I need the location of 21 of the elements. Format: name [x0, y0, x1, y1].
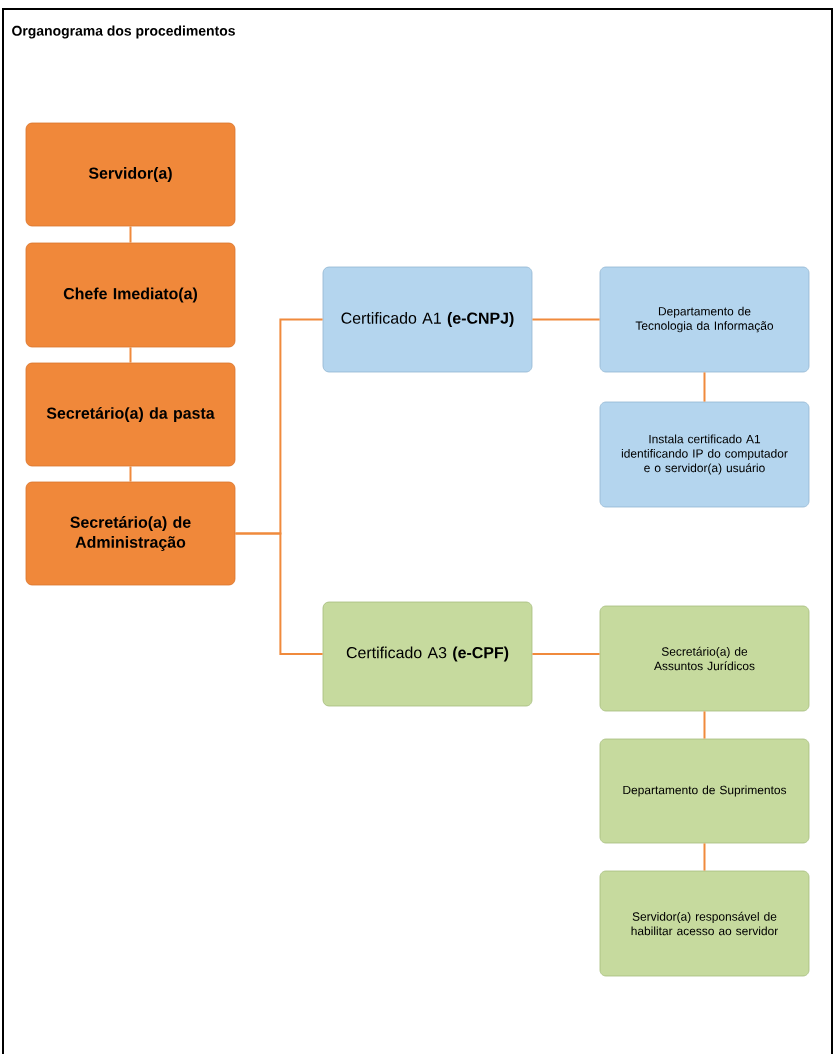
connector-line: [703, 710, 706, 740]
connector-line: [531, 653, 601, 655]
title: Organograma dos procedimentos: [12, 25, 235, 39]
connector-line: [703, 842, 706, 872]
process-box: Servidor(a): [25, 122, 236, 227]
process-box: Chefe Imediato(a): [25, 242, 236, 348]
process-box: Certificado A3 (e-CPF): [322, 601, 533, 707]
process-box: Secretário(a) da pasta: [25, 362, 236, 467]
connector-line: [129, 225, 132, 244]
process-box: Instala certificado A1 identificando IP do computador e o servidor(a) usuário: [599, 401, 810, 508]
connector-line: [129, 346, 132, 364]
connector-line: [129, 465, 132, 483]
process-box: Secretário(a) de Administração: [25, 481, 236, 586]
process-box: Departamento de Tecnologia da Informação: [599, 266, 810, 373]
process-box: Servidor(a) responsável de habilitar acesso ao servidor: [599, 870, 810, 977]
process-box: Secretário(a) de Assuntos Jurídicos: [599, 605, 810, 712]
connector-line: [703, 371, 706, 403]
process-box: Departamento de Suprimentos: [599, 738, 810, 844]
connector-line: [234, 532, 324, 655]
connector-line: [531, 318, 601, 321]
process-box: Certificado A1 (e-CNPJ): [322, 266, 533, 373]
